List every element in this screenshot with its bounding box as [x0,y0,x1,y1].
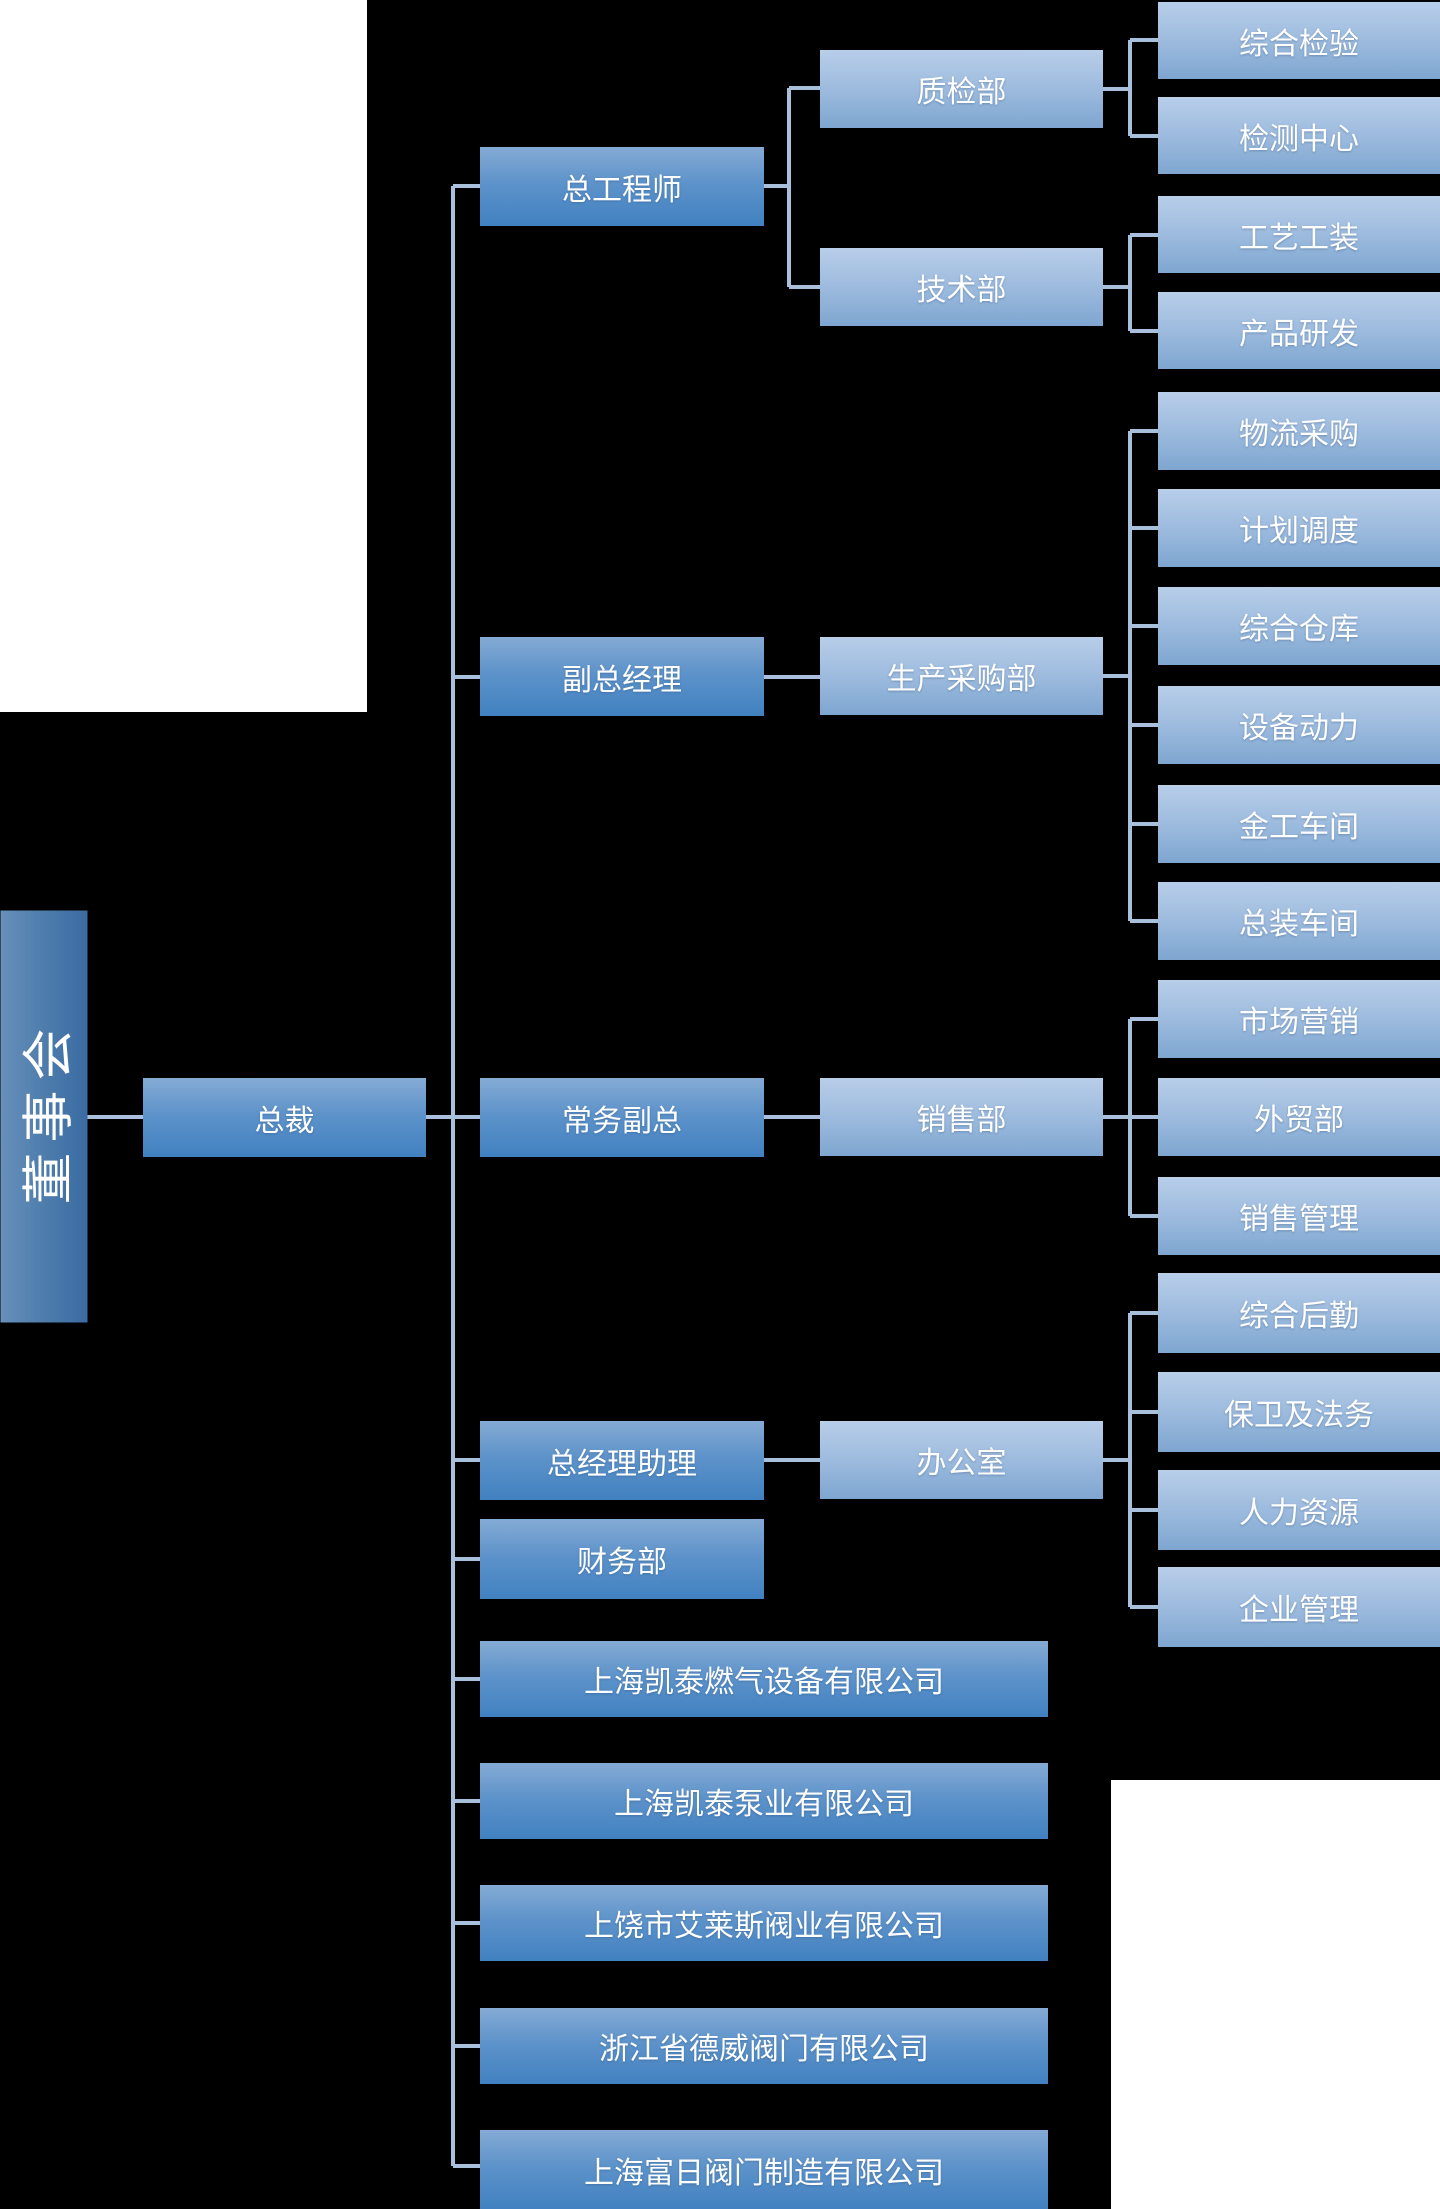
org-node-executive-deputy-gm: 常务副总 [480,1078,764,1157]
org-node-company-ailaisi: 上饶市艾莱斯阀业有限公司 [480,1885,1048,1961]
org-node-quality-dept: 质检部 [820,50,1103,128]
org-node-chief-engineer: 总工程师 [480,147,764,226]
white-backdrop-top-left [0,0,367,712]
org-node-president: 总裁 [143,1078,426,1157]
org-node-company-gas: 上海凯泰燃气设备有限公司 [480,1641,1048,1717]
org-node-metalworking-shop: 金工车间 [1158,785,1440,863]
org-node-gm-assistant: 总经理助理 [480,1421,764,1500]
org-node-human-resources: 人力资源 [1158,1470,1440,1550]
org-node-board: 董事会 [0,910,88,1323]
org-node-marketing: 市场营销 [1158,980,1440,1058]
org-node-tech-dept: 技术部 [820,248,1103,326]
org-node-assembly-shop: 总装车间 [1158,882,1440,960]
org-node-sales-management: 销售管理 [1158,1177,1440,1255]
white-backdrop-bottom-right [1111,1780,1440,2209]
org-node-product-rd: 产品研发 [1158,292,1440,369]
org-node-comprehensive-warehouse: 综合仓库 [1158,587,1440,665]
org-node-production-procurement-dept: 生产采购部 [820,637,1103,715]
org-node-company-pump: 上海凯泰泵业有限公司 [480,1763,1048,1839]
org-node-security-legal: 保卫及法务 [1158,1372,1440,1452]
org-node-foreign-trade-dept: 外贸部 [1158,1078,1440,1156]
org-node-comprehensive-inspection: 综合检验 [1158,2,1440,79]
org-node-deputy-gm: 副总经理 [480,637,764,716]
org-node-company-dewei: 浙江省德威阀门有限公司 [480,2008,1048,2084]
org-node-general-logistics: 综合后勤 [1158,1273,1440,1353]
org-node-finance-dept: 财务部 [480,1519,764,1599]
org-node-equipment-power: 设备动力 [1158,686,1440,764]
org-node-enterprise-management: 企业管理 [1158,1567,1440,1647]
org-node-sales-dept: 销售部 [820,1078,1103,1156]
org-node-company-furi: 上海富日阀门制造有限公司 [480,2130,1048,2209]
org-node-logistics-procurement: 物流采购 [1158,392,1440,470]
org-node-office: 办公室 [820,1421,1103,1499]
org-node-testing-center: 检测中心 [1158,97,1440,174]
org-node-board-label: 董事会 [0,910,88,1323]
org-node-planning-dispatch: 计划调度 [1158,489,1440,567]
org-node-process-tooling: 工艺工装 [1158,196,1440,273]
